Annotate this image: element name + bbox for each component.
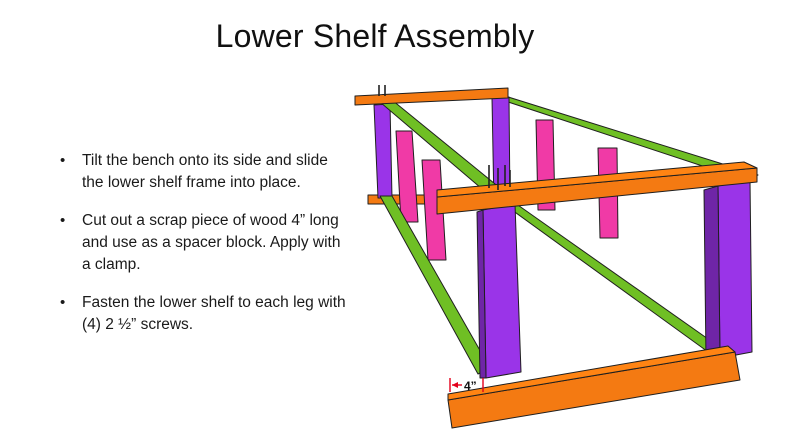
back-left-leg (373, 103, 393, 199)
bottom-green-stretcher-far (504, 202, 736, 363)
dimension-marker (449, 378, 484, 392)
clamp-icon (378, 85, 511, 190)
back-top-rail (354, 87, 509, 106)
front-right-leg-side (703, 185, 721, 361)
front-top-rail-top (436, 161, 758, 198)
bullet-list: Tilt the bench onto its side and slide t… (52, 150, 352, 352)
front-left-leg (482, 203, 522, 379)
bullet-item: Cut out a scrap piece of wood 4” long an… (52, 210, 352, 276)
pink-spacer (421, 159, 447, 261)
pink-spacer (395, 130, 419, 223)
front-bottom-rail-top (447, 345, 736, 401)
dimension-label: 4” (464, 379, 477, 393)
front-left-leg-side (476, 209, 487, 379)
front-right-leg (717, 179, 753, 359)
slide-title: Lower Shelf Assembly (215, 18, 535, 54)
bullet-item: Tilt the bench onto its side and slide t… (52, 150, 352, 194)
bullet-item: Fasten the lower shelf to each leg with … (52, 292, 352, 336)
